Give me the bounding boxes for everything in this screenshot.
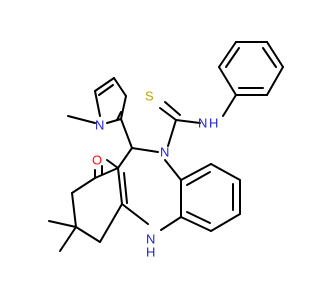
- bond-phenyl: [218, 41, 237, 68]
- bond-ch-n: [131, 147, 159, 153]
- molecule-structure: N S N N H O N H: [48, 41, 284, 259]
- atom-h-amine: H: [146, 244, 155, 259]
- bond-pyrrole: [113, 77, 127, 97]
- bond-benzo: [186, 211, 211, 224]
- bond-ring: [94, 167, 119, 179]
- bond-pyrrole: [106, 118, 122, 124]
- atom-h-amide: H: [209, 115, 218, 130]
- bond-ring: [75, 226, 101, 243]
- bond-benzo: [180, 163, 212, 181]
- bond-phenyl: [218, 66, 237, 96]
- bond-nh-ph: [222, 94, 237, 117]
- bond-phenyl: [262, 47, 277, 68]
- bond-pyrrole: [116, 111, 122, 121]
- bond-phenyl: [225, 47, 240, 68]
- bond-c-nh: [175, 119, 201, 124]
- bond-nh-ar: [160, 216, 182, 231]
- bond-ketone: [106, 159, 119, 169]
- bond-pyrrole: [94, 77, 115, 92]
- bond-methyl: [48, 220, 77, 228]
- bond-phenyl: [266, 66, 284, 96]
- atom-n-pyrrole: N: [95, 117, 104, 132]
- atom-n-amide: N: [198, 115, 207, 130]
- bond-c-s: [159, 107, 177, 121]
- bond-ring: [71, 177, 96, 194]
- bond-methyl: [59, 226, 77, 252]
- bond-c-s: [164, 101, 181, 116]
- bond-ar-n: [164, 159, 182, 181]
- bond-ketone: [117, 167, 123, 205]
- bond-ketone: [123, 172, 128, 204]
- bond-c-nh: [121, 203, 149, 225]
- bond-pyrrole: [98, 84, 114, 96]
- bond-ch-c: [117, 147, 133, 169]
- bond-pyrrole-ch: [120, 118, 133, 149]
- bond-n-cs: [167, 119, 177, 147]
- bond-ring: [99, 203, 123, 243]
- bond-methyl-n: [67, 115, 96, 124]
- bond-ring: [71, 192, 77, 228]
- bond-benzo: [210, 163, 241, 181]
- atom-n-ring: N: [160, 144, 169, 159]
- bond-phenyl: [266, 41, 284, 68]
- bond-benzo: [210, 213, 241, 232]
- bond-benzo: [186, 171, 211, 186]
- atom-s-thio: S: [145, 88, 154, 103]
- bond-pyrrole: [94, 90, 101, 117]
- atom-o-keto: O: [92, 152, 102, 167]
- atom-labels: N S N N H O N H: [92, 88, 218, 259]
- bond-benzo: [180, 216, 212, 232]
- atom-n-amine: N: [146, 231, 155, 246]
- bonds: [48, 41, 284, 252]
- bond-pyrrole: [120, 95, 127, 120]
